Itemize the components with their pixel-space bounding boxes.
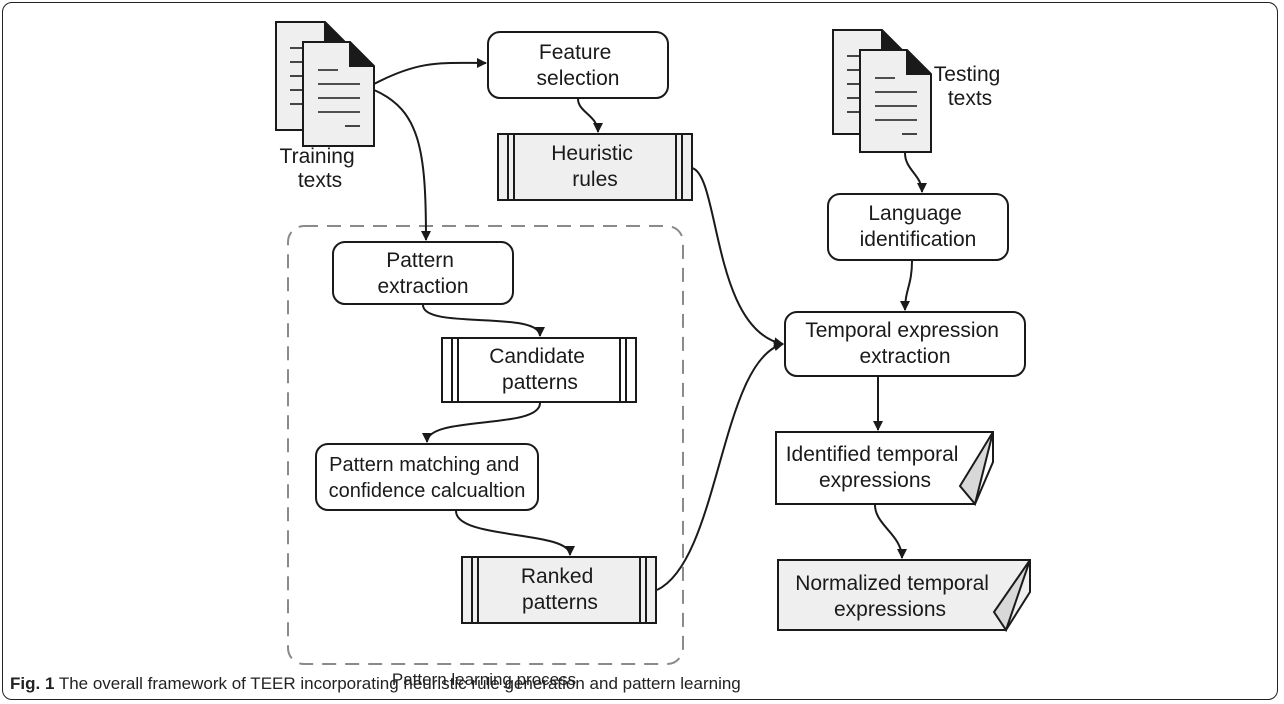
testing-texts-label: Testing texts: [934, 63, 1006, 110]
arrow-feature-to-heuristic: [577, 98, 603, 133]
normalized-expressions-label: Normalized temporal expressions: [795, 572, 995, 621]
arrow-testing-to-language: [904, 152, 927, 193]
arrow-matching-to-ranked: [455, 510, 575, 556]
arrow-candidate-to-matching: [422, 402, 541, 443]
normalized-expressions-shape: [777, 559, 1031, 633]
arrow-training-to-pattern-extraction: [373, 89, 431, 241]
identified-expressions-shape: [775, 431, 994, 507]
heuristic-rules-label: Heuristic rules: [551, 142, 639, 191]
temporal-extraction-box: [784, 311, 1026, 377]
temporal-extraction-label: Temporal expression extraction: [805, 319, 1005, 368]
arrow-pattern-extraction-to-candidate: [422, 304, 545, 337]
ranked-patterns-box: [461, 556, 657, 624]
figure-caption: Fig. 1 The overall framework of TEER inc…: [10, 674, 741, 694]
arrow-heuristic-to-temporal-extraction: [691, 167, 784, 348]
heuristic-rules-box: [497, 133, 693, 201]
language-identification-label: Language identification: [860, 202, 977, 251]
arrow-identified-to-normalized: [874, 504, 907, 559]
identified-expressions-label: Identified temporal expressions: [786, 443, 965, 492]
training-texts-doc-icon: [275, 21, 375, 147]
pattern-extraction-box: [332, 241, 514, 305]
pattern-extraction-label: Pattern extraction: [377, 249, 468, 298]
caption-text: The overall framework of TEER incorporat…: [58, 674, 741, 693]
feature-selection-label: Feature selection: [537, 41, 620, 90]
testing-texts-doc-icon: [832, 29, 932, 153]
arrow-language-to-temporal-extraction: [900, 260, 913, 311]
arrow-ranked-to-temporal-extraction: [656, 341, 784, 591]
pattern-learning-group: [287, 225, 684, 665]
candidate-patterns-label: Candidate patterns: [489, 345, 591, 394]
candidate-patterns-box: [441, 337, 637, 403]
pattern-matching-box: [315, 443, 539, 511]
caption-label: Fig. 1: [10, 674, 55, 693]
training-texts-label: Training texts: [280, 145, 361, 192]
pattern-matching-label: Pattern matching and confidence calcualt…: [329, 454, 526, 502]
language-identification-box: [827, 193, 1009, 261]
pattern-learning-label: Pattern learning process: [392, 670, 576, 689]
arrow-training-to-feature-selection: [373, 57, 487, 85]
ranked-patterns-label: Ranked patterns: [521, 565, 599, 614]
feature-selection-box: [487, 31, 669, 99]
